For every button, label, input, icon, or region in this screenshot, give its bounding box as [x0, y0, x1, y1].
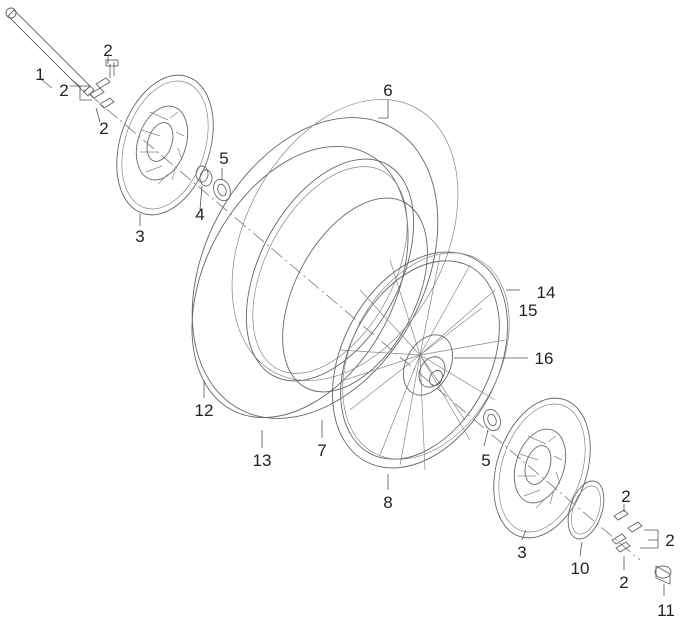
label-6: 6 [383, 81, 392, 100]
label-11: 11 [657, 601, 675, 620]
leader-lines [41, 56, 665, 596]
label-3-left: 3 [135, 227, 144, 246]
axle-part [5, 7, 95, 97]
label-5-right: 5 [481, 451, 490, 470]
left-bolts [89, 59, 119, 109]
label-2-right-top: 2 [621, 487, 630, 506]
label-16: 16 [535, 349, 554, 368]
left-seal [213, 178, 231, 202]
right-spacer [654, 565, 672, 585]
right-bolts [611, 509, 643, 553]
label-14: 14 [537, 283, 556, 302]
axle-centerline [69, 77, 641, 561]
abs-tone-ring [567, 480, 605, 540]
inner-tube [245, 158, 415, 382]
label-2-left: 2 [59, 81, 68, 100]
label-10: 10 [571, 559, 590, 578]
label-4: 4 [195, 205, 204, 224]
left-brake-disc [116, 74, 214, 216]
label-7: 7 [317, 441, 326, 460]
label-2-right-mid: 2 [665, 531, 674, 550]
label-13: 13 [253, 451, 272, 470]
right-brake-disc [493, 397, 591, 539]
label-12: 12 [195, 401, 214, 420]
rim-tape [282, 197, 428, 393]
label-1: 1 [35, 65, 44, 84]
left-spacer [195, 165, 213, 187]
label-8: 8 [383, 493, 392, 512]
rim-and-spokes [332, 251, 510, 471]
label-2-lower: 2 [99, 119, 108, 138]
label-15: 15 [519, 301, 538, 320]
label-2-right-bottom: 2 [619, 573, 628, 592]
right-seal [483, 408, 501, 432]
label-3-right: 3 [517, 543, 526, 562]
label-5-left: 5 [219, 149, 228, 168]
label-2-top: 2 [103, 41, 112, 60]
